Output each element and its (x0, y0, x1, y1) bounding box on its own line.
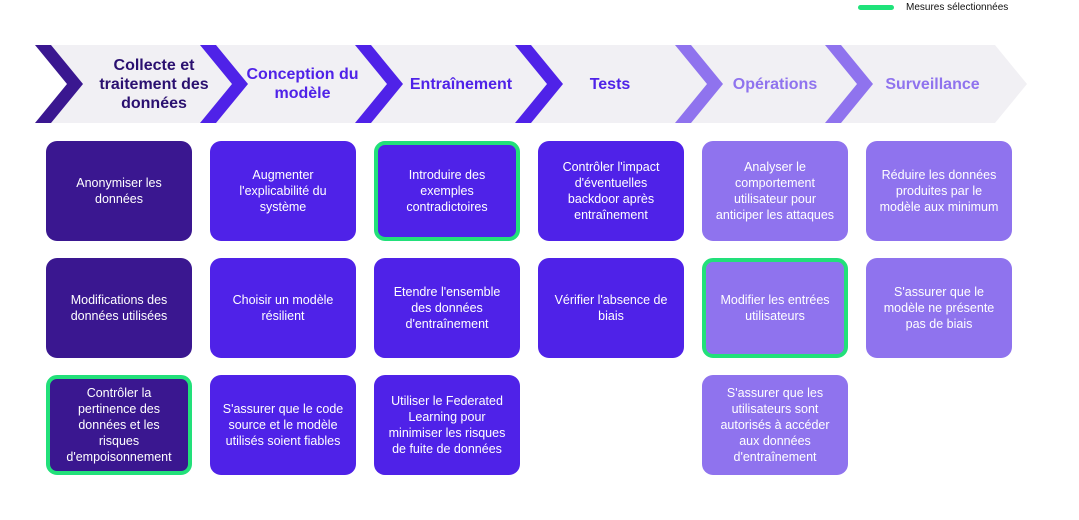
measure-card-selected: Modifier les entrées utilisateurs (702, 258, 848, 358)
measure-text: Contrôler la pertinence des données et l… (66, 386, 172, 464)
legend-swatch (858, 5, 894, 10)
measure-text: Modifications des données utilisées (70, 293, 168, 323)
chevron-arrow-icon (35, 45, 83, 123)
stage-chevrons (35, 45, 1027, 123)
stage-label-conception: Conception du modèle (246, 66, 359, 102)
legend: Mesures sélectionnées (858, 2, 1008, 13)
stage-label-collecte: Collecte et traitement des données (99, 56, 209, 112)
measure-card: S'assurer que le code source et le modèl… (210, 375, 356, 475)
measure-text: Utiliser le Federated Learning pour mini… (388, 394, 506, 456)
band-background (35, 45, 1027, 123)
chevron-arrow-icon (515, 45, 563, 123)
legend-label: Mesures sélectionnées (906, 2, 1009, 13)
measure-card: Augmenter l'explicabilité du système (210, 141, 356, 241)
measure-text: S'assurer que les utilisateurs sont auto… (720, 386, 830, 464)
measure-card: Vérifier l'absence de biais (538, 258, 684, 358)
measure-card: Réduire les données produites par le mod… (866, 141, 1012, 241)
measure-card: Utiliser le Federated Learning pour mini… (374, 375, 520, 475)
measure-card: Etendre l'ensemble des données d'entraîn… (374, 258, 520, 358)
measure-text: Etendre l'ensemble des données d'entraîn… (393, 285, 501, 331)
measure-text: Anonymiser les données (76, 176, 162, 206)
measure-card-selected: Introduire des exemples contradictoires (374, 141, 520, 241)
stage-label-tests: Tests (589, 75, 631, 93)
measure-text: Modifier les entrées utilisateurs (720, 293, 830, 323)
measure-text: Contrôler l'impact d'éventuelles backdoo… (562, 160, 660, 222)
measure-text: Vérifier l'absence de biais (554, 293, 668, 323)
chevron-arrow-icon (200, 45, 248, 123)
chevron-arrow-icon (355, 45, 403, 123)
measure-card: S'assurer que les utilisateurs sont auto… (702, 375, 848, 475)
stage-label-surveillance: Surveillance (885, 75, 980, 93)
stage-band: Collecte et traitement des données Conce… (0, 45, 1079, 123)
stage-label-entrainement: Entraînement (409, 75, 513, 93)
measure-text: Choisir un modèle résilient (232, 293, 334, 323)
measure-card-selected: Contrôler la pertinence des données et l… (46, 375, 192, 475)
chevron-arrow-icon (675, 45, 723, 123)
measure-card: Analyser le comportement utilisateur pou… (702, 141, 848, 241)
measure-card: Contrôler l'impact d'éventuelles backdoo… (538, 141, 684, 241)
measure-card: Modifications des données utilisées (46, 258, 192, 358)
measure-text: Introduire des exemples contradictoires (406, 168, 488, 214)
measure-text: Augmenter l'explicabilité du système (239, 168, 327, 214)
measure-card: Choisir un modèle résilient (210, 258, 356, 358)
measure-text: Réduire les données produites par le mod… (879, 168, 999, 214)
measure-card: S'assurer que le modèle ne présente pas … (866, 258, 1012, 358)
measure-card: Anonymiser les données (46, 141, 192, 241)
measure-text: S'assurer que le modèle ne présente pas … (883, 285, 995, 331)
measure-text: S'assurer que le code source et le modèl… (222, 402, 344, 448)
stage-label-operations: Opérations (732, 75, 818, 93)
chevron-arrow-icon (825, 45, 873, 123)
measure-text: Analyser le comportement utilisateur pou… (715, 160, 835, 222)
